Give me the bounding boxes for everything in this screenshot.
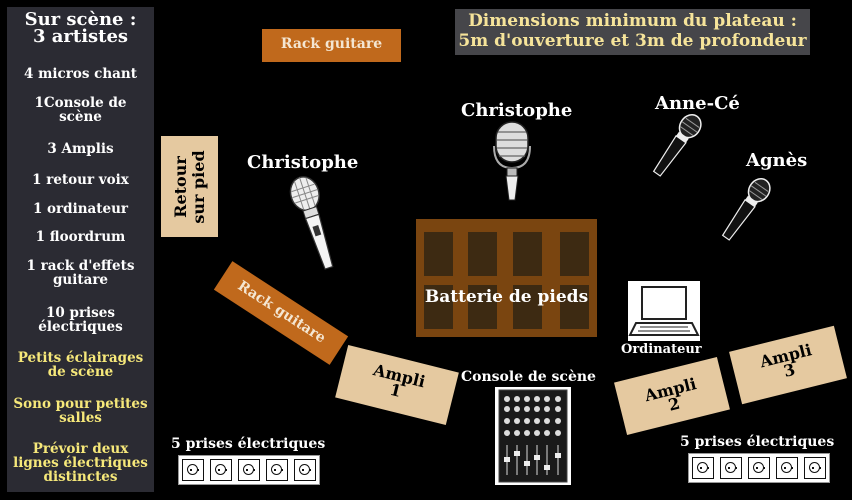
drum-pad bbox=[513, 285, 542, 329]
mixer-console-icon bbox=[495, 387, 571, 485]
power-strip-right bbox=[688, 453, 830, 483]
ampli-2: Ampli 2 bbox=[614, 356, 730, 436]
outlets-right-label: 5 prises électriques bbox=[680, 434, 835, 450]
sidebar-item-label: scène bbox=[59, 109, 102, 125]
drum-pad bbox=[513, 232, 542, 276]
microphone-icon bbox=[652, 114, 702, 177]
notice-line1: Dimensions minimum du plateau : bbox=[468, 11, 797, 31]
retour-sur-pied: Retour sur pied bbox=[161, 136, 218, 237]
performer-anne-ce: Anne-Cé bbox=[655, 93, 740, 114]
sidebar-note-lighting: Petits éclairages de scène bbox=[7, 351, 154, 379]
retour-label-line2: sur pied bbox=[188, 149, 208, 224]
drum-pad bbox=[560, 232, 589, 276]
sidebar-item-label: 4 micros chant bbox=[24, 66, 137, 82]
performer-agnes: Agnès bbox=[746, 150, 808, 171]
laptop-icon bbox=[628, 281, 700, 341]
rack-guitar-top: Rack guitare bbox=[262, 29, 401, 62]
power-outlet-icon bbox=[748, 457, 770, 479]
notice-line2: 5m d'ouverture et 3m de profondeur bbox=[458, 31, 807, 51]
sidebar-item-console: 1Console de scène bbox=[7, 96, 154, 124]
drum-pad bbox=[468, 232, 497, 276]
performer-christophe-center: Christophe bbox=[461, 100, 573, 121]
sidebar-item-computer: 1 ordinateur bbox=[7, 202, 154, 216]
sidebar-note-label: Petits éclairages bbox=[17, 350, 144, 366]
drum-pad bbox=[468, 285, 497, 329]
power-outlet-icon bbox=[210, 459, 232, 481]
stage-dimensions-notice: Dimensions minimum du plateau : 5m d'ouv… bbox=[455, 9, 810, 55]
rack-guitar-top-label: Rack guitare bbox=[280, 36, 383, 52]
sidebar-note-label: distinctes bbox=[43, 469, 118, 485]
power-outlet-icon bbox=[720, 457, 742, 479]
power-outlet-icon bbox=[776, 457, 798, 479]
microphone-icon bbox=[721, 178, 771, 241]
sidebar-item-floordrum: 1 floordrum bbox=[7, 230, 154, 244]
retour-label-line1: Retour bbox=[170, 155, 190, 218]
power-outlet-icon bbox=[294, 459, 316, 481]
sidebar-note-label: Prévoir deux bbox=[32, 441, 129, 457]
sidebar-title: Sur scène : 3 artistes bbox=[7, 9, 154, 47]
console-label: Console de scène bbox=[461, 369, 596, 385]
power-outlet-icon bbox=[238, 459, 260, 481]
sidebar-item-label: 10 prises bbox=[46, 305, 115, 321]
sidebar-title-line2: 3 artistes bbox=[32, 26, 129, 47]
sidebar-item-mics: 4 micros chant bbox=[7, 67, 154, 81]
sidebar-note-label: Sono pour petites bbox=[13, 396, 148, 412]
sidebar-note-label: de scène bbox=[47, 364, 114, 380]
equipment-sidebar: Sur scène : 3 artistes 4 micros chant 1C… bbox=[7, 7, 154, 492]
power-outlet-icon bbox=[804, 457, 826, 479]
sidebar-item-amps: 3 Amplis bbox=[7, 142, 154, 156]
sidebar-item-label: 1Console de bbox=[34, 95, 127, 111]
sidebar-title-line1: Sur scène : bbox=[24, 9, 137, 30]
power-outlet-icon bbox=[182, 459, 204, 481]
drums-floor-pedals: Batterie de pieds bbox=[416, 219, 597, 337]
sidebar-item-outlets: 10 prises électriques bbox=[7, 306, 154, 334]
ampli-1: Ampli 1 bbox=[335, 345, 459, 425]
sidebar-item-label: 1 floordrum bbox=[35, 229, 126, 245]
drums-label: Batterie de pieds bbox=[424, 287, 589, 307]
sidebar-item-retour: 1 retour voix bbox=[7, 173, 154, 187]
power-strip-left bbox=[178, 455, 320, 485]
computer-label: Ordinateur bbox=[621, 342, 702, 357]
rack-guitar-angled-label: Rack guitare bbox=[234, 277, 329, 347]
sidebar-note-power: Prévoir deux lignes électriques distinct… bbox=[7, 442, 154, 484]
vintage-microphone-icon bbox=[493, 121, 531, 201]
sidebar-item-label: électriques bbox=[38, 319, 123, 335]
sidebar-item-label: 1 ordinateur bbox=[32, 201, 129, 217]
power-outlet-icon bbox=[692, 457, 714, 479]
sidebar-note-label: salles bbox=[59, 410, 102, 426]
sidebar-item-label: 3 Amplis bbox=[47, 141, 114, 157]
sidebar-item-label: 1 retour voix bbox=[32, 172, 129, 188]
sidebar-item-label: 1 rack d'effets bbox=[26, 258, 135, 274]
sidebar-note-label: lignes électriques bbox=[13, 455, 148, 471]
sidebar-item-label: guitare bbox=[52, 272, 109, 288]
performer-christophe-left: Christophe bbox=[247, 152, 359, 173]
drum-pad bbox=[560, 285, 589, 329]
power-outlet-icon bbox=[266, 459, 288, 481]
outlets-left-label: 5 prises électriques bbox=[171, 436, 326, 452]
drum-pad bbox=[424, 232, 453, 276]
drum-pad bbox=[424, 285, 453, 329]
microphone-icon bbox=[289, 176, 334, 270]
sidebar-item-rack: 1 rack d'effets guitare bbox=[7, 259, 154, 287]
ampli-3: Ampli 3 bbox=[729, 325, 847, 405]
sidebar-note-sound: Sono pour petites salles bbox=[7, 397, 154, 425]
